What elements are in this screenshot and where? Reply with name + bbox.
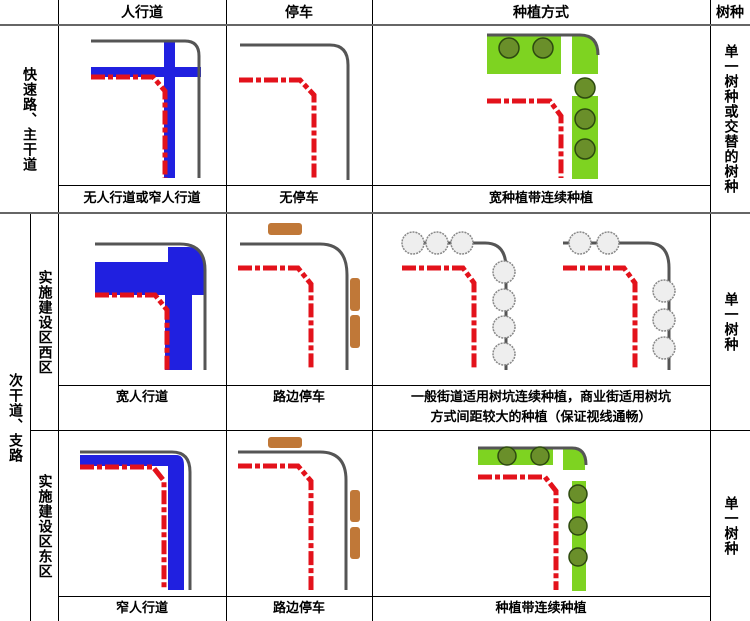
tree-icon — [492, 315, 516, 339]
diagram-row3-sidewalk — [80, 450, 192, 590]
header-sidewalk: 人行道 — [121, 5, 163, 21]
tree-icon — [568, 516, 588, 536]
tree-icon — [574, 138, 596, 160]
grid-line — [226, 0, 227, 621]
zone-east: 实施建设区东区 — [36, 473, 53, 579]
caption-row1-planting: 宽种植带连续种植 — [488, 191, 593, 206]
parked-car — [350, 315, 360, 348]
caption-row1-sidewalk: 无人行道或窄人行道 — [83, 191, 201, 206]
caption-line: 方式间距较大的种植（保证视线通畅） — [430, 410, 652, 425]
parked-car — [350, 490, 360, 522]
grid-line — [58, 185, 710, 186]
tree-icon — [530, 446, 550, 466]
species-row3: 单一树种 — [722, 496, 739, 556]
tree-icon — [568, 231, 592, 255]
grid-line — [30, 213, 31, 621]
caption-row3-parking: 路边停车 — [272, 601, 325, 616]
grid-line — [58, 385, 710, 386]
diagram-row3-parking — [238, 437, 360, 590]
tree-icon — [450, 231, 474, 255]
road-type-expressway: 快速路、主干道 — [21, 66, 37, 172]
tree-icon — [401, 231, 425, 255]
species-row2: 单一树种 — [722, 292, 739, 352]
tree-icon — [596, 231, 620, 255]
header-parking: 停车 — [285, 5, 313, 21]
species-row1: 单一树种或交替的树种 — [722, 44, 739, 194]
header-species: 树种 — [716, 5, 744, 21]
caption-row2-planting: 一般街道适用树坑连续种植，商业街适用树坑 方式间距较大的种植（保证视线通畅） — [372, 386, 710, 430]
tree-icon — [492, 288, 516, 312]
tree-icon — [532, 37, 554, 59]
parked-car — [350, 527, 360, 559]
grid-line — [0, 212, 750, 214]
tree-icon — [492, 260, 516, 284]
tree-icon — [574, 108, 596, 130]
tree-icon — [492, 342, 516, 366]
diagram-row1-parking — [239, 43, 350, 180]
zone-west: 实施建设区西区 — [36, 269, 53, 375]
tree-icon — [652, 308, 676, 332]
caption-row2-sidewalk: 宽人行道 — [115, 390, 168, 405]
caption-row1-parking: 无停车 — [279, 191, 319, 206]
tree-icon — [425, 231, 449, 255]
grid-line — [58, 0, 59, 621]
diagram-row1-sidewalk — [91, 39, 201, 178]
parked-car — [268, 437, 302, 448]
grid-line — [372, 0, 373, 621]
caption-line: 一般街道适用树坑连续种植，商业街适用树坑 — [410, 390, 671, 405]
parked-car — [268, 223, 302, 235]
grid-line — [710, 0, 711, 621]
diagram-row1-planting — [487, 33, 600, 179]
diagram-row2-sidewalk — [95, 242, 207, 370]
road-type-secondary: 次干道、支路 — [7, 372, 23, 463]
tree-icon — [652, 279, 676, 303]
grid-line — [30, 430, 750, 431]
header-planting: 种植方式 — [513, 5, 569, 21]
caption-row3-planting: 种植带连续种植 — [495, 601, 587, 616]
tree-icon — [568, 547, 588, 567]
tree-icon — [574, 77, 596, 99]
diagram-row2-planting-continuous — [401, 231, 516, 370]
diagram-row2-planting-spaced — [563, 231, 676, 370]
diagram-row3-planting — [478, 446, 588, 591]
tree-icon — [568, 484, 588, 504]
tree-icon — [498, 37, 520, 59]
caption-row3-sidewalk: 窄人行道 — [115, 601, 168, 616]
parked-car — [350, 278, 360, 311]
diagram-row2-parking — [238, 223, 360, 370]
grid-line — [0, 24, 750, 26]
caption-row2-parking: 路边停车 — [272, 390, 325, 405]
tree-icon — [652, 336, 676, 360]
grid-line — [58, 596, 710, 597]
tree-icon — [497, 446, 517, 466]
